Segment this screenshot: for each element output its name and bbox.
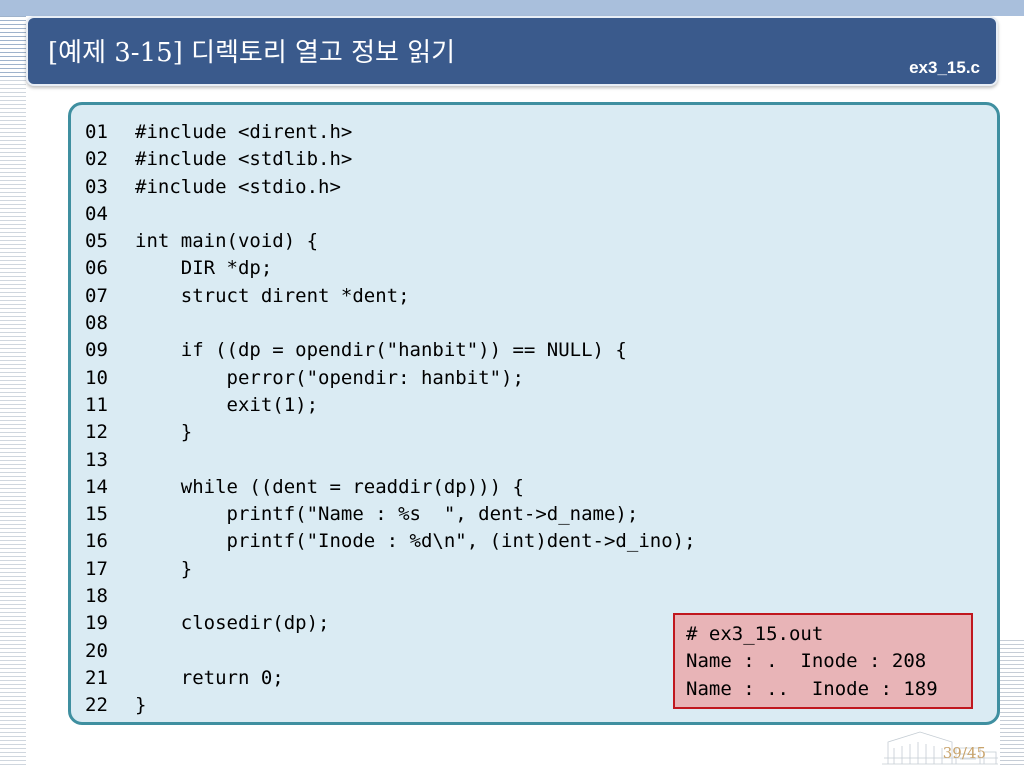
line-code: struct dirent *dent; bbox=[135, 284, 410, 307]
line-code: #include <dirent.h> bbox=[135, 121, 353, 143]
line-number: 11 bbox=[85, 393, 108, 416]
output-line: Name : .. Inode : 189 bbox=[686, 677, 938, 700]
line-number: 20 bbox=[85, 639, 108, 662]
code-line: 13 bbox=[85, 447, 696, 474]
code-line: 03 #include <stdio.h> bbox=[85, 174, 696, 201]
line-number: 01 bbox=[85, 121, 108, 143]
line-number: 18 bbox=[85, 585, 108, 608]
line-number: 16 bbox=[85, 530, 108, 553]
line-number: 12 bbox=[85, 421, 108, 444]
line-number: 02 bbox=[85, 148, 108, 171]
code-line: 06 DIR *dp; bbox=[85, 255, 696, 282]
output-line: Name : . Inode : 208 bbox=[686, 650, 927, 673]
code-line: 22} bbox=[85, 692, 696, 719]
left-decorative-stripes-top bbox=[0, 16, 26, 80]
line-number: 09 bbox=[85, 339, 108, 362]
line-code: } bbox=[135, 421, 193, 444]
line-code: printf("Inode : %d\n", (int)dent->d_ino)… bbox=[135, 530, 696, 553]
code-line: 01 #include <dirent.h> bbox=[85, 119, 696, 146]
line-number: 21 bbox=[85, 666, 108, 689]
line-code: #include <stdio.h> bbox=[135, 175, 341, 198]
right-decorative-stripes bbox=[1000, 640, 1024, 768]
code-line: 10 perror("opendir: hanbit"); bbox=[85, 365, 696, 392]
code-line: 18 bbox=[85, 583, 696, 610]
line-number: 17 bbox=[85, 557, 108, 580]
line-code: } bbox=[135, 694, 147, 717]
line-code: DIR *dp; bbox=[135, 257, 273, 280]
code-line: 14 while ((dent = readdir(dp))) { bbox=[85, 474, 696, 501]
code-line: 21 return 0; bbox=[85, 665, 696, 692]
line-code: perror("opendir: hanbit"); bbox=[135, 366, 524, 389]
code-line: 16 printf("Inode : %d\n", (int)dent->d_i… bbox=[85, 528, 696, 555]
slide-title: [예제 3-15] 디렉토리 열고 정보 읽기 bbox=[48, 38, 456, 68]
code-line: 09 if ((dp = opendir("hanbit")) == NULL)… bbox=[85, 337, 696, 364]
line-number: 05 bbox=[85, 230, 108, 253]
line-number: 08 bbox=[85, 312, 108, 335]
line-code: closedir(dp); bbox=[135, 612, 330, 635]
line-number: 03 bbox=[85, 175, 108, 198]
line-code: int main(void) { bbox=[135, 230, 319, 253]
line-number: 10 bbox=[85, 366, 108, 389]
output-line: # ex3_15.out bbox=[686, 623, 824, 645]
program-output: # ex3_15.out Name : . Inode : 208 Name :… bbox=[675, 615, 971, 703]
line-number: 07 bbox=[85, 284, 108, 307]
code-line: 08 bbox=[85, 310, 696, 337]
program-output-box: # ex3_15.out Name : . Inode : 208 Name :… bbox=[673, 613, 973, 709]
line-number: 04 bbox=[85, 202, 108, 225]
line-code: } bbox=[135, 557, 193, 580]
code-line: 12 } bbox=[85, 419, 696, 446]
line-code: if ((dp = opendir("hanbit")) == NULL) { bbox=[135, 339, 627, 362]
line-code: exit(1); bbox=[135, 393, 319, 416]
code-line: 19 closedir(dp); bbox=[85, 610, 696, 637]
code-line: 05 int main(void) { bbox=[85, 228, 696, 255]
line-number: 15 bbox=[85, 503, 108, 526]
code-line: 20 bbox=[85, 638, 696, 665]
code-line: 15 printf("Name : %s ", dent->d_name); bbox=[85, 501, 696, 528]
left-decorative-stripes bbox=[0, 16, 26, 768]
code-line: 02 #include <stdlib.h> bbox=[85, 146, 696, 173]
page-number: 39/45 bbox=[942, 744, 986, 762]
line-code: #include <stdlib.h> bbox=[135, 148, 353, 171]
code-line: 04 bbox=[85, 201, 696, 228]
line-number: 22 bbox=[85, 694, 108, 717]
line-code: while ((dent = readdir(dp))) { bbox=[135, 475, 524, 498]
line-number: 13 bbox=[85, 448, 108, 471]
code-listing-box: 01 #include <dirent.h> 02 #include <stdlib… bbox=[68, 102, 1000, 725]
code-listing: 01 #include <dirent.h> 02 #include <stdlib… bbox=[85, 119, 696, 720]
code-line: 11 exit(1); bbox=[85, 392, 696, 419]
building-sketch-decoration bbox=[882, 731, 998, 765]
line-number: 19 bbox=[85, 612, 108, 635]
code-line: 07 struct dirent *dent; bbox=[85, 283, 696, 310]
source-filename: ex3_15.c bbox=[909, 58, 980, 77]
line-code: printf("Name : %s ", dent->d_name); bbox=[135, 503, 639, 526]
code-line: 17 } bbox=[85, 556, 696, 583]
line-number: 06 bbox=[85, 257, 108, 280]
line-number: 14 bbox=[85, 475, 108, 498]
top-band bbox=[0, 0, 1024, 16]
line-code: return 0; bbox=[135, 666, 284, 689]
slide-title-bar: [예제 3-15] 디렉토리 열고 정보 읽기 ex3_15.c bbox=[26, 16, 998, 86]
